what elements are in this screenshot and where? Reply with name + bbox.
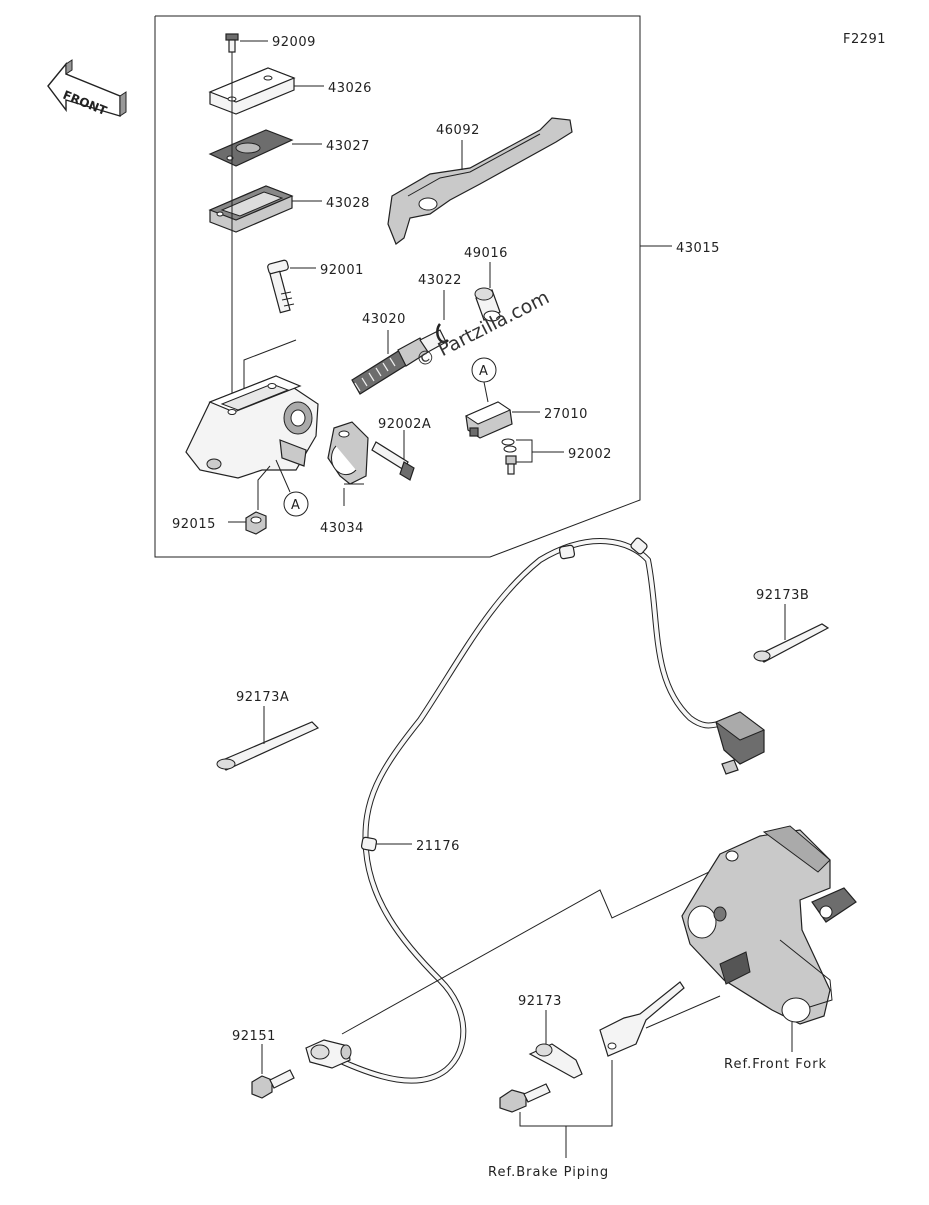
callout-92173: 92173 [518, 994, 562, 1009]
brake-hose-21176 [305, 537, 765, 1084]
screw-92009 [225, 33, 239, 53]
cable-tie-92173A [216, 721, 320, 771]
marker-a-switch: A [479, 364, 488, 379]
clip-43022 [436, 323, 449, 344]
marker-a-body: A [291, 498, 300, 513]
boot-49016 [474, 287, 501, 322]
callout-21176: 21176 [416, 839, 460, 854]
figure-code: F2291 [843, 32, 886, 47]
callout-43020: 43020 [362, 312, 406, 327]
callout-92002A: 92002A [378, 417, 431, 432]
break-line [341, 845, 765, 1035]
bolt-92001 [267, 259, 295, 314]
callout-92009: 92009 [272, 35, 316, 50]
callout-92173A: 92173A [236, 690, 289, 705]
plate-43027 [208, 129, 294, 167]
callout-43028: 43028 [326, 196, 370, 211]
callout-92173B: 92173B [756, 588, 809, 603]
callout-43034: 43034 [320, 521, 364, 536]
front-fork [681, 825, 857, 1025]
callout-43015: 43015 [676, 241, 720, 256]
bolt-92002A [371, 441, 415, 481]
master-cylinder-body [185, 375, 319, 479]
nut-92015 [245, 511, 267, 535]
clamp-43034 [327, 421, 369, 485]
screw-92002 [501, 438, 517, 475]
callout-92002: 92002 [568, 447, 612, 462]
callout-43027: 43027 [326, 139, 370, 154]
switch-27010 [464, 401, 513, 439]
callout-43022: 43022 [418, 273, 462, 288]
callout-49016: 49016 [464, 246, 508, 261]
assembly-outline [154, 15, 641, 558]
callout-43026: 43026 [328, 81, 372, 96]
callout-92001: 92001 [320, 263, 364, 278]
bolt-92151 [251, 1069, 295, 1099]
callout-27010: 27010 [544, 407, 588, 422]
callout-92151: 92151 [232, 1029, 276, 1044]
callout-92015: 92015 [172, 517, 216, 532]
piston-43020 [351, 329, 447, 395]
ref-front-fork: Ref.Front Fork [724, 1057, 827, 1072]
brake-piping-bracket [499, 981, 685, 1113]
ref-brake-piping: Ref.Brake Piping [488, 1165, 609, 1180]
front-arrow-icon: FRONT [47, 59, 127, 118]
cap-43026 [208, 67, 296, 115]
callout-46092: 46092 [436, 123, 480, 138]
cable-tie-92173B [753, 623, 830, 663]
lever-46092 [387, 117, 573, 245]
diaphragm-43028 [208, 185, 294, 233]
